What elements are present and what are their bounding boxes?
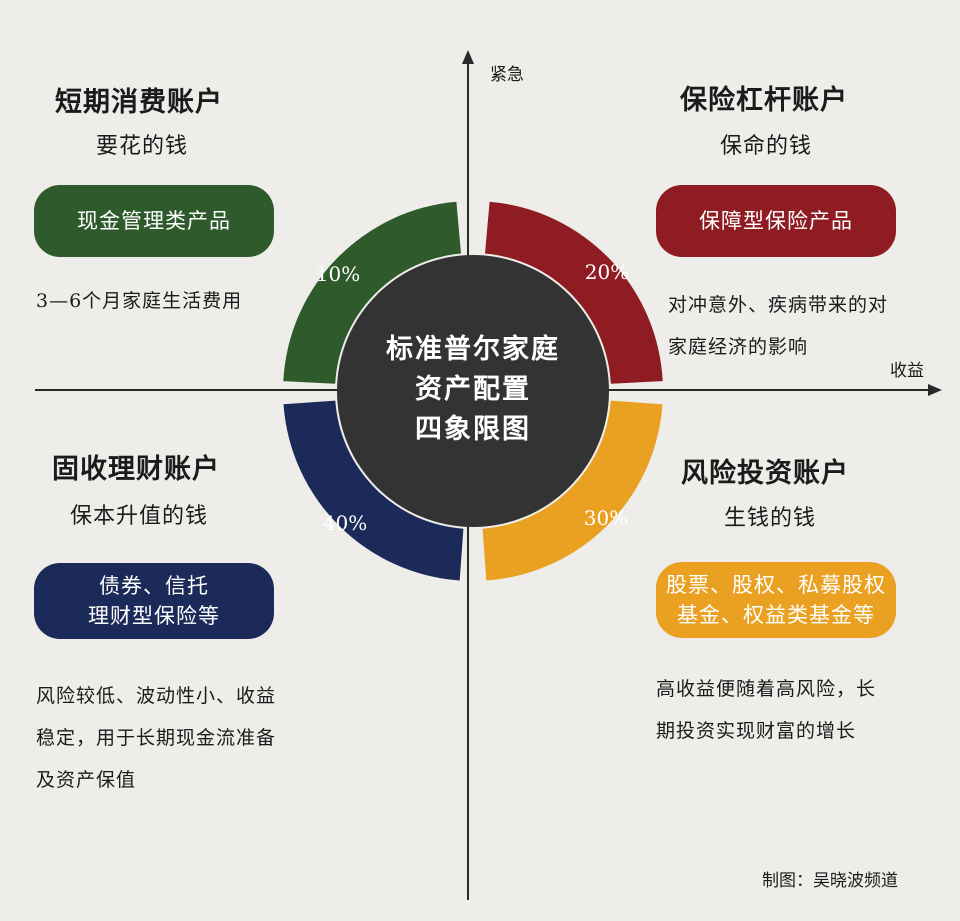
description-line: 风险较低、波动性小、收益 [36,685,277,707]
arc-segment-risk-investment [482,400,663,581]
center-title-line: 四象限图 [415,414,531,445]
quadrant-subtitle-short-term: 要花的钱 [96,134,189,159]
description-short-term: 3—6个月家庭生活费用 [36,280,296,322]
quadrant-subtitle-fixed-income: 保本升值的钱 [70,504,209,529]
x-axis-label: 收益 [890,361,924,381]
product-line: 现金管理类产品 [77,209,231,233]
description-line: 期投资实现财富的增长 [656,720,857,742]
quadrant-title-short-term: 短期消费账户 [55,87,223,118]
percent-short-term: 10% [316,262,360,286]
description-line: 3—6个月家庭生活费用 [36,290,243,312]
description-line: 稳定，用于长期现金流准备 [36,727,277,749]
percent-fixed-income: 40% [323,511,367,535]
product-pill-risk-investment: 股票、股权、私募股权 基金、权益类基金等 [656,562,896,638]
arc-segment-fixed-income [283,400,464,581]
product-pill-insurance: 保障型保险产品 [656,185,896,257]
percent-risk-investment: 30% [584,506,628,530]
product-line: 债券、信托 [99,574,209,598]
quadrant-subtitle-insurance: 保命的钱 [720,134,813,159]
quadrant-subtitle-risk-investment: 生钱的钱 [724,506,817,531]
description-insurance: 对冲意外、疾病带来的对 家庭经济的影响 [668,284,938,368]
description-fixed-income: 风险较低、波动性小、收益 稳定，用于长期现金流准备 及资产保值 [36,675,326,801]
product-line: 基金、权益类基金等 [677,603,875,627]
center-circle [337,255,609,527]
product-pill-short-term: 现金管理类产品 [34,185,274,257]
y-axis-arrow [462,50,474,64]
arc-segment-insurance [485,201,663,384]
description-line: 及资产保值 [36,769,137,791]
center-title-line: 标准普尔家庭 [386,334,560,365]
quadrant-title-risk-investment: 风险投资账户 [681,458,849,489]
description-line: 家庭经济的影响 [668,336,809,358]
arc-segment-short-term [283,201,461,384]
credit-text: 制图：吴晓波频道 [762,871,898,891]
product-line: 理财型保险等 [88,604,220,628]
center-title: 标准普尔家庭 资产配置 四象限图 [338,330,608,450]
percent-insurance: 20% [585,260,629,284]
description-risk-investment: 高收益便随着高风险，长 期投资实现财富的增长 [656,668,946,752]
description-line: 对冲意外、疾病带来的对 [668,294,889,316]
x-axis-arrow [928,384,942,396]
quadrant-title-fixed-income: 固收理财账户 [52,454,220,485]
center-title-line: 资产配置 [415,374,531,405]
description-line: 高收益便随着高风险，长 [656,678,877,700]
product-line: 保障型保险产品 [699,209,853,233]
y-axis-label: 紧急 [490,65,524,85]
quadrant-title-insurance: 保险杠杆账户 [680,85,848,116]
product-pill-fixed-income: 债券、信托 理财型保险等 [34,563,274,639]
product-line: 股票、股权、私募股权 [666,573,886,597]
